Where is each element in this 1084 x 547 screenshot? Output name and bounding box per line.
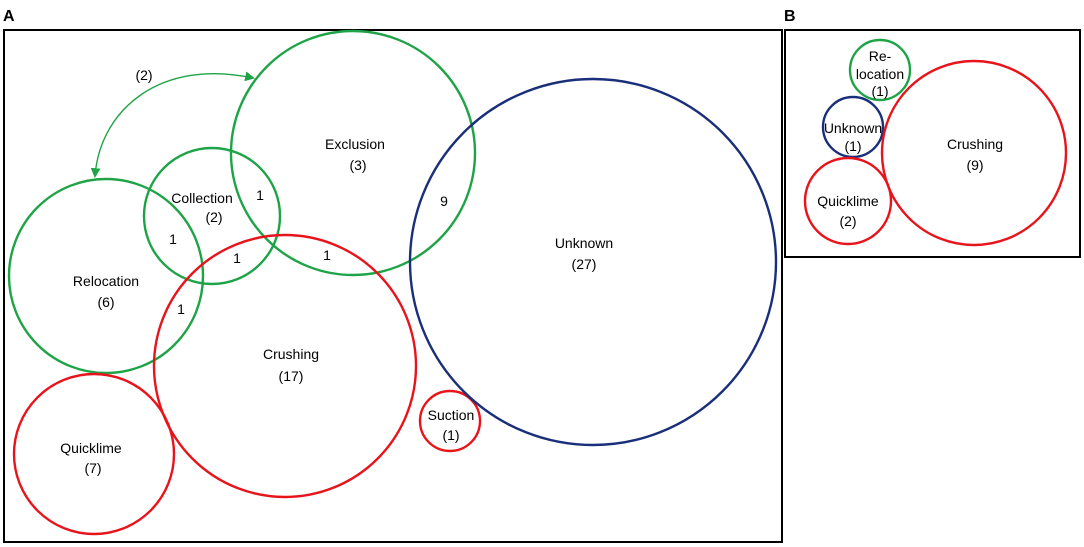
relocation-exclusion-arrow (90, 71, 255, 178)
b-relocation-circle (848, 38, 912, 102)
arrow-label: (2) (135, 67, 152, 83)
b-unknown-count: (1) (844, 138, 861, 154)
b-quicklime-label: Quicklime (817, 193, 879, 209)
panel-a-letter: A (3, 8, 15, 25)
b-relocation-label-1: Re- (869, 48, 892, 64)
crushing-count: (17) (279, 368, 304, 384)
overlap-relocation-crushing: 1 (177, 301, 185, 317)
panel-a-frame (3, 29, 783, 543)
unknown-label: Unknown (555, 235, 613, 251)
b-unknown-circle (821, 95, 885, 159)
b-crushing-count: (9) (966, 157, 983, 173)
b-quicklime-count: (2) (839, 213, 856, 229)
quicklime-count: (7) (84, 460, 101, 476)
crushing-circle (152, 233, 418, 499)
b-quicklime-circle (803, 156, 893, 246)
relocation-circle (7, 177, 205, 375)
suction-circle (418, 389, 482, 453)
b-relocation-count: (1) (871, 83, 888, 99)
relocation-count: (6) (97, 294, 114, 310)
panel-b-frame (784, 29, 1081, 258)
quicklime-label: Quicklime (60, 440, 122, 456)
overlap-collection-relocation: 1 (169, 231, 177, 247)
b-crushing-label: Crushing (947, 136, 1003, 152)
b-relocation-label-2: location (856, 66, 904, 82)
unknown-circle (408, 77, 778, 447)
unknown-count: (27) (572, 256, 597, 272)
panel-b-letter: B (784, 8, 796, 25)
exclusion-count: (3) (349, 157, 366, 173)
b-unknown-label: Unknown (824, 120, 882, 136)
quicklime-circle (12, 372, 176, 536)
collection-label: Collection (171, 190, 232, 206)
overlap-collection-exclusion: 1 (256, 187, 264, 203)
suction-count: (1) (442, 427, 459, 443)
overlap-exclusion-crushing: 1 (323, 247, 331, 263)
exclusion-label: Exclusion (325, 136, 385, 152)
collection-count: (2) (205, 209, 222, 225)
exclusion-circle (229, 29, 477, 277)
overlap-collection-crushing: 1 (233, 250, 241, 266)
relocation-label: Relocation (73, 273, 139, 289)
overlap-exclusion-unknown: 9 (440, 193, 448, 209)
b-crushing-circle (880, 59, 1068, 247)
collection-circle (142, 146, 282, 286)
suction-label: Suction (428, 407, 475, 423)
crushing-label: Crushing (263, 346, 319, 362)
